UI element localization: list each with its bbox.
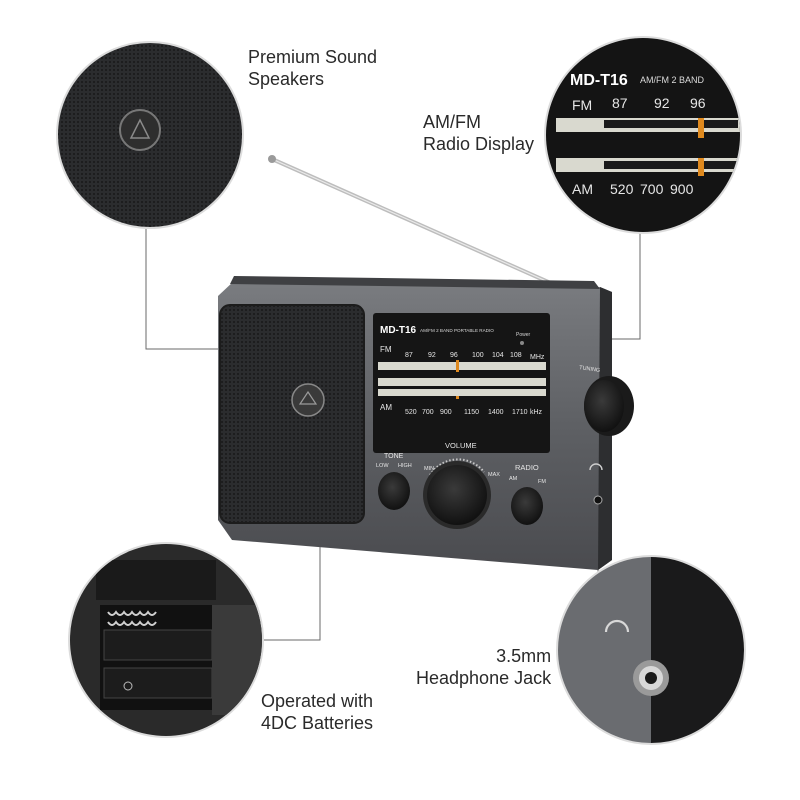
callout-display-line1: AM/FM (423, 112, 481, 132)
radio-speaker-grille (219, 304, 365, 524)
zoom-fm-label: FM (572, 97, 592, 113)
fm-scale-number: 100 (472, 352, 484, 359)
callout-speaker: Premium Sound Speakers (248, 46, 377, 90)
callout-display-line2: Radio Display (423, 134, 535, 154)
band-switch-knob[interactable] (511, 487, 543, 525)
zoom-battery-compartment (68, 542, 264, 738)
tone-title: TONE (384, 453, 404, 460)
fm-tuning-pointer (456, 360, 459, 372)
zoom-fm-scale-number: 87 (612, 95, 628, 111)
tone-low-label: LOW (376, 463, 389, 469)
volume-max-label: MAX (488, 472, 500, 478)
fm-scale-number: 87 (405, 352, 413, 359)
zoom-am-scale-number: 520 (610, 181, 634, 197)
am-scale-number: 1710 (512, 409, 528, 416)
am-scale-strip (378, 378, 546, 386)
zoom-band-text: AM/FM 2 BAND (640, 75, 705, 85)
am-scale: AM kHz 520 700 900 1150 1400 1710 (380, 403, 543, 416)
tone-high-label: HIGH (398, 463, 412, 469)
fm-scale-number: 96 (450, 352, 458, 359)
radio-controls: TONE LOW HIGH VOLUME MIN MAX RADIO AM FM… (376, 365, 634, 529)
headphone-icon (589, 463, 603, 471)
zoom-am-label: AM (572, 181, 593, 197)
fm-scale-number: 104 (492, 352, 504, 359)
zoom-model-label: MD-T16 (570, 72, 628, 89)
battery-spring-icon (107, 610, 157, 626)
radio-switch-title: RADIO (515, 463, 539, 472)
zoom-fm-scale-number: 92 (654, 95, 670, 111)
zoom-display: MD-T16 AM/FM 2 BAND FM AM 87 92 96 520 700 9… (544, 36, 742, 234)
fm-unit-label: MHz (530, 354, 545, 361)
am-scale-number: 1150 (464, 409, 479, 416)
zoom-fm-scale-number: 96 (690, 95, 706, 111)
radio-model-label: MD-T16 (380, 325, 417, 336)
headphone-jack (593, 495, 603, 505)
fm-scale-strip (378, 362, 546, 370)
fm-scale-number: 92 (428, 352, 436, 359)
zoom-am-scale-number: 900 (670, 181, 694, 197)
telescopic-antenna (268, 155, 556, 287)
am-scale-number: 520 (405, 409, 417, 416)
fm-scale-number: 108 (510, 352, 522, 359)
volume-knob[interactable] (427, 465, 487, 525)
callout-batteries: Operated with 4DC Batteries (261, 690, 373, 734)
radio-front-panel: MD-T16 AM/FM 2 BAND PORTABLE RADIO Power… (373, 313, 550, 453)
tone-knob[interactable] (378, 472, 410, 510)
callout-speaker-line2: Speakers (248, 69, 325, 89)
zoom-headphone-jack (556, 555, 746, 745)
am-label: AM (380, 403, 392, 412)
am-scale-number: 1400 (488, 409, 504, 416)
am-scale-number: 700 (422, 409, 434, 416)
callout-batteries-line1: Operated with (261, 691, 374, 711)
zoom-headphone-icon (604, 619, 630, 633)
callout-jack: 3.5mm Headphone Jack (416, 645, 551, 689)
callout-speaker-line1: Premium Sound (248, 47, 378, 67)
tuning-label: TUNING (579, 365, 601, 374)
zoom-speaker (56, 41, 244, 229)
am-scale-number: 900 (440, 409, 452, 416)
radio-band-text: AM/FM 2 BAND PORTABLE RADIO (420, 328, 494, 333)
am-unit-label: kHz (530, 409, 543, 416)
callout-jack-line1: 3.5mm (496, 646, 552, 666)
callout-display: AM/FM Radio Display (423, 111, 534, 155)
volume-title: VOLUME (445, 441, 477, 450)
zoom-am-scale-number: 700 (640, 181, 664, 197)
callout-jack-line2: Headphone Jack (416, 668, 552, 688)
callout-batteries-line2: 4DC Batteries (261, 713, 374, 733)
power-label: Power (516, 332, 531, 338)
zoom-fm-scale: 87 92 96 (612, 95, 706, 111)
zoom-am-scale: 520 700 900 (610, 181, 694, 197)
fm-scale: FM MHz 87 92 96 100 104 108 (380, 345, 545, 361)
fm-label: FM (380, 345, 392, 354)
radio-switch-fm-label: FM (538, 479, 546, 485)
volume-min-label: MIN (424, 466, 434, 472)
radio-switch-am-label: AM (509, 476, 518, 482)
